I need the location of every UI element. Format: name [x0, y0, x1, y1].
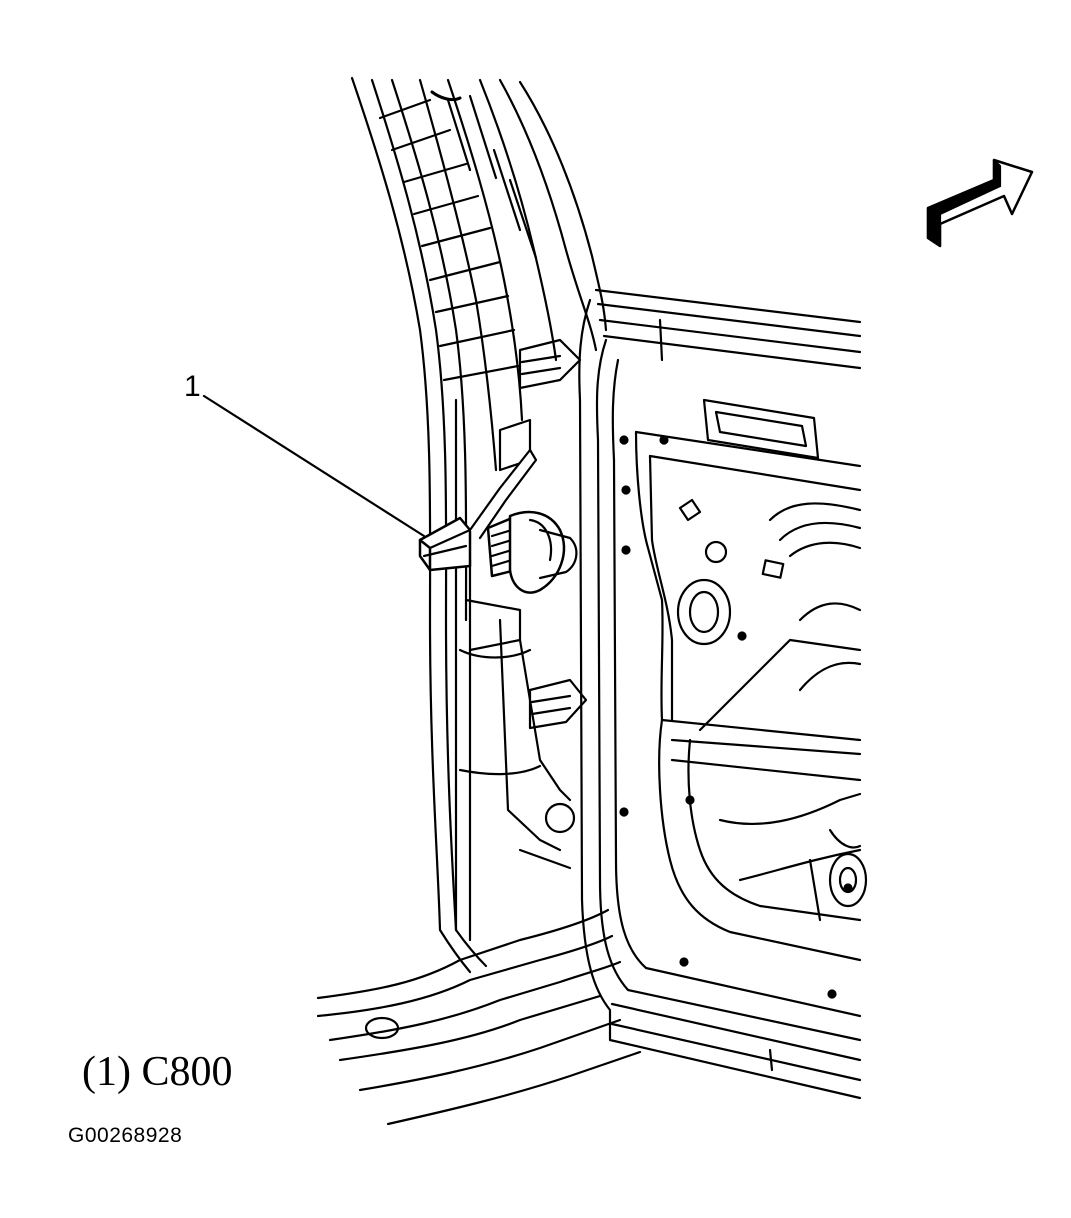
- component-legend: (1) C800: [82, 1049, 233, 1095]
- figure-id: G00268928: [68, 1124, 183, 1147]
- callout-leader-line: [202, 394, 426, 538]
- callout-number: 1: [184, 370, 201, 403]
- door-frame: [578, 288, 868, 1100]
- connector-c800: [418, 448, 578, 594]
- pillar-body-structure: [316, 76, 642, 1126]
- forward-direction-arrow-icon: [926, 158, 1034, 248]
